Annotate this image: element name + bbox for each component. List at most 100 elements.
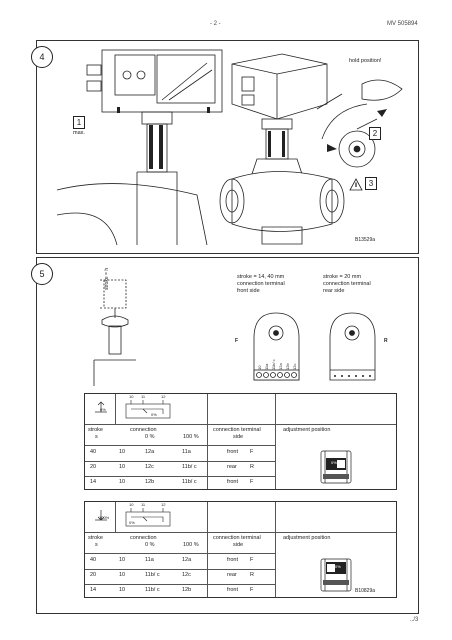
stroke-full-icon <box>95 510 107 521</box>
front-caption-2: connection terminal <box>237 281 285 287</box>
row3-0pct: 11b/ c <box>145 587 160 593</box>
row2-side: rear <box>227 572 237 578</box>
front-caption-1: stroke = 14, 40 mm <box>237 274 285 280</box>
row3-0pct: 12b <box>145 479 155 485</box>
rear-caption-2: connection terminal <box>323 281 371 287</box>
continuation-footer: ../3 <box>410 617 419 623</box>
switch-percentage: 0% <box>129 520 135 525</box>
header-adjustment: adjustment position <box>283 535 331 541</box>
page-number: - 2 - <box>210 21 221 27</box>
header-0-percent: 0 % <box>145 434 155 440</box>
warning-icon <box>349 178 363 191</box>
front-letter: F <box>235 338 239 344</box>
row1-100pct: 12a <box>182 557 192 563</box>
header-side: side <box>233 542 244 548</box>
switch-diagram <box>125 508 171 527</box>
row1-side: front <box>227 449 239 455</box>
stroke-vertical-label: stroke = h <box>104 267 110 290</box>
figure-reference: B10829a <box>355 588 376 594</box>
row1-100pct: 11a <box>182 449 191 455</box>
row3-conn: 10 <box>119 479 126 485</box>
panel-5: 5 stroke = h stroke = 14, 40 mm connecti… <box>31 257 419 614</box>
row2-0pct: 11b/ c <box>145 572 160 578</box>
row2-100pct: 12c <box>182 572 191 578</box>
row3-100pct: 12b <box>182 587 192 593</box>
document-number: MV 505894 <box>387 21 418 27</box>
row1-pos: F <box>250 449 254 455</box>
row1-stroke: 40 <box>90 449 97 455</box>
terminal-label-11bc: 11b/ c <box>271 359 276 370</box>
row1-pos: F <box>250 557 254 563</box>
row2-conn: 10 <box>119 572 126 578</box>
terminal-label-12b: 12b <box>285 363 290 370</box>
header-stroke: stroke <box>88 427 103 433</box>
switch-label-12: 12 <box>161 502 166 507</box>
step-box-2: 2 <box>369 127 381 140</box>
header-adjustment: adjustment position <box>283 427 331 433</box>
row3-pos: F <box>250 587 254 593</box>
header-terminal: connection terminal <box>213 535 261 541</box>
step-box-3: 3 <box>365 177 377 190</box>
adjustment-switch-illustration <box>320 558 352 592</box>
front-caption-3: front side <box>237 288 260 294</box>
icon-percentage: 0% <box>100 407 106 412</box>
row2-stroke: 20 <box>90 572 97 578</box>
header-side: side <box>233 434 244 440</box>
row1-conn: 10 <box>119 449 126 455</box>
step-box-1: 1 <box>73 116 85 129</box>
row2-side: rear <box>227 464 237 470</box>
header-connection: connection <box>130 427 157 433</box>
row3-100pct: 11b/ c <box>182 479 197 485</box>
rear-caption-3: rear side <box>323 288 345 294</box>
terminal-label-11a: 11a <box>264 363 269 370</box>
table-stroke-zero-down: 0% 10 11 12 0% stroke s connection 0 % 1… <box>84 393 397 490</box>
actuator-front-illustration <box>56 49 223 246</box>
header-100-percent: 100 % <box>183 542 199 548</box>
switch-label-11: 11 <box>141 502 146 507</box>
row3-conn: 10 <box>119 587 126 593</box>
switch-label-10: 10 <box>129 394 134 399</box>
switch-diagram <box>125 400 171 419</box>
header-s: s <box>95 434 98 440</box>
switch-label-11: 11 <box>141 394 146 399</box>
panel-4: 4 1 max. <box>31 40 419 254</box>
step-number-4: 4 <box>31 46 53 68</box>
rear-terminal-block <box>329 312 376 381</box>
row2-0pct: 12c <box>145 464 154 470</box>
valve-actuator-illustration <box>219 53 403 245</box>
adjustment-percentage: 0% <box>335 564 341 569</box>
table-stroke-full-up: 100% 10 11 12 0% stroke s connection 0 %… <box>84 501 397 598</box>
switch-label-12: 12 <box>161 394 166 399</box>
switch-percentage: 0% <box>151 412 157 417</box>
row1-0pct: 12a <box>145 449 155 455</box>
header-connection: connection <box>130 535 157 541</box>
stroke-diagram <box>93 279 136 386</box>
row1-side: front <box>227 557 239 563</box>
figure-reference: B13529a <box>355 237 376 243</box>
header-s: s <box>95 542 98 548</box>
row1-stroke: 40 <box>90 557 97 563</box>
row3-stroke: 14 <box>90 587 97 593</box>
stroke-zero-icon <box>95 401 107 413</box>
rear-letter: R <box>384 338 388 344</box>
row2-conn: 10 <box>119 464 126 470</box>
row2-stroke: 20 <box>90 464 97 470</box>
row1-0pct: 11a <box>145 557 154 563</box>
row3-side: front <box>227 587 239 593</box>
row2-pos: R <box>250 572 254 578</box>
terminal-label-10: 10 <box>257 365 262 370</box>
adjustment-percentage: 0% <box>331 460 337 465</box>
row3-stroke: 14 <box>90 479 97 485</box>
terminal-label-12a: 12a <box>278 363 283 370</box>
front-terminal-block <box>253 312 300 381</box>
terminal-label-12c: 12c <box>292 363 297 370</box>
header-stroke: stroke <box>88 535 103 541</box>
adjustment-switch-illustration <box>320 450 352 484</box>
header-100-percent: 100 % <box>183 434 199 440</box>
step-number-5: 5 <box>31 263 53 285</box>
icon-percentage: 100% <box>99 515 110 520</box>
rear-caption-1: stroke = 20 mm <box>323 274 362 280</box>
row2-pos: R <box>250 464 254 470</box>
hold-position-label: hold position! <box>349 58 382 64</box>
switch-label-10: 10 <box>129 502 134 507</box>
